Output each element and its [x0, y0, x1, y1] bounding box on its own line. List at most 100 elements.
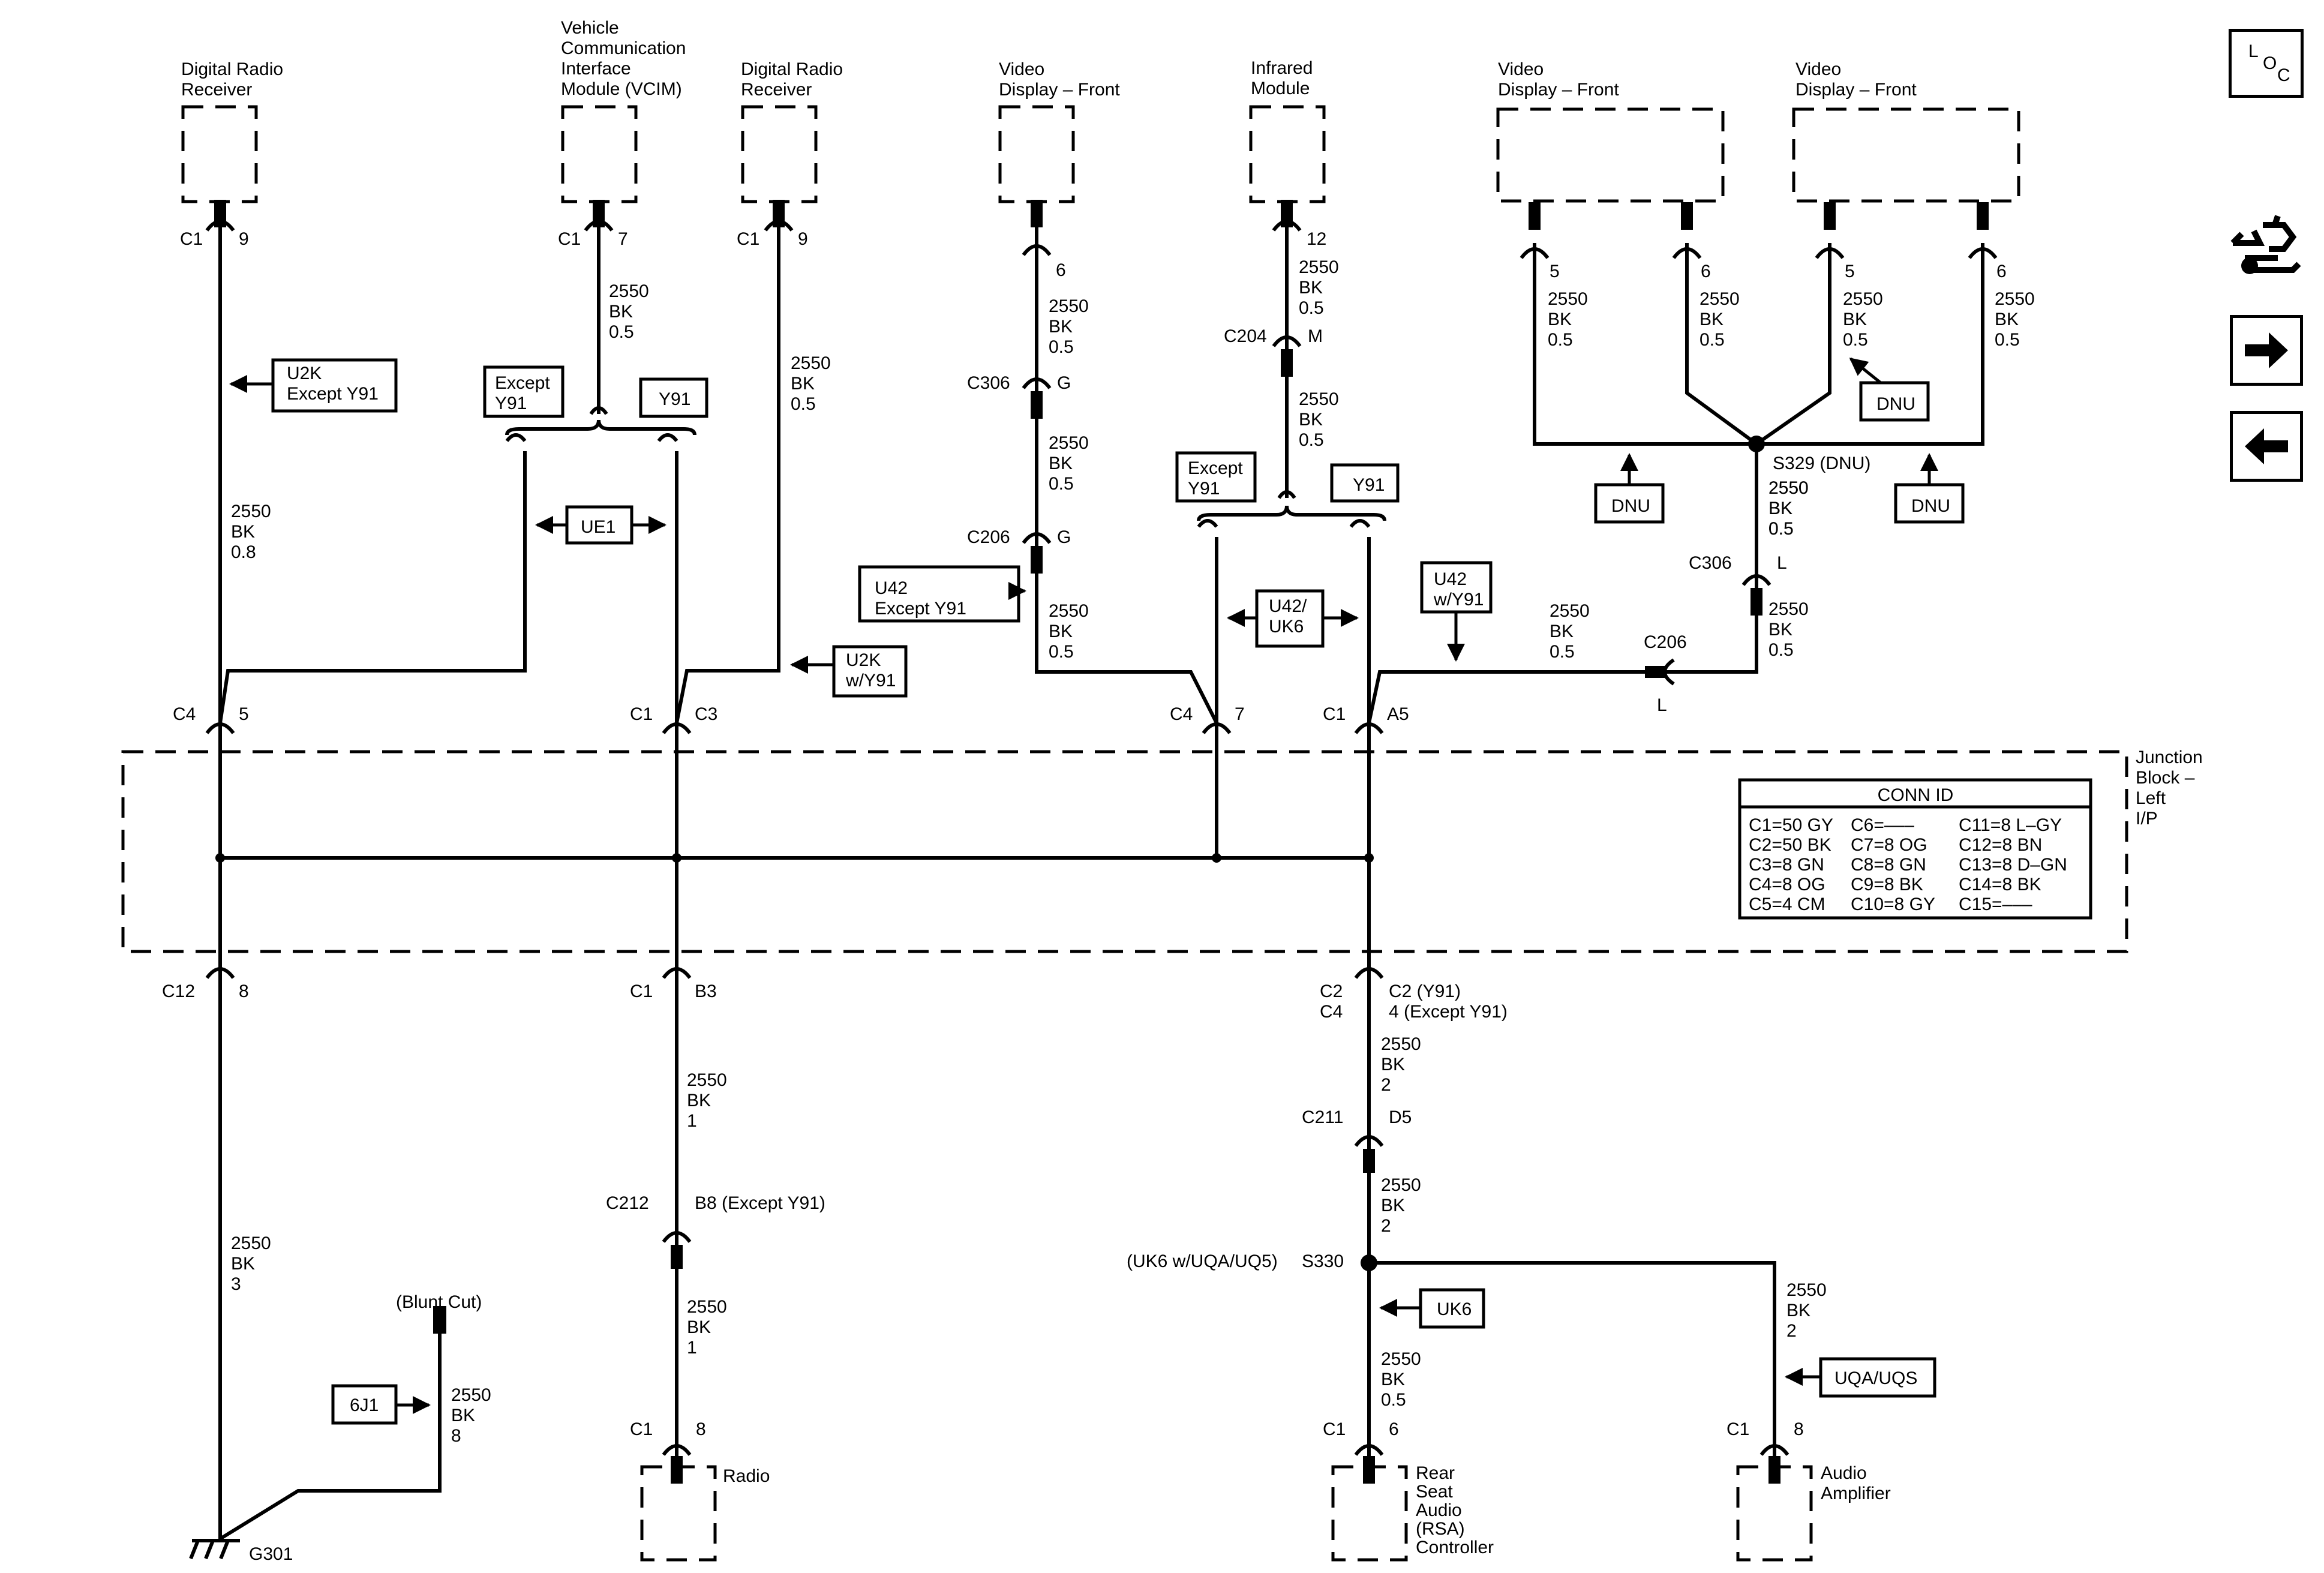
radio-label: Radio: [723, 1466, 770, 1486]
loc-c: C: [2277, 65, 2290, 85]
digital-radio-receiver-2-box: [741, 105, 818, 203]
connector-label: C1: [630, 981, 653, 1001]
conn-id-table: [1738, 778, 2092, 920]
option-ue1: UE1: [581, 517, 615, 537]
connector-label: 4 (Except Y91): [1389, 1002, 1508, 1022]
connector-label: 9: [239, 229, 249, 249]
connector-label: C4: [1170, 704, 1193, 724]
junction-dot: [215, 853, 225, 863]
option-6j1: 6J1: [350, 1395, 379, 1415]
connector-label: 8: [239, 981, 249, 1001]
connector-label: G: [1057, 527, 1071, 547]
connector-label: C204: [1224, 326, 1267, 346]
video-display-front-3-box: [1792, 107, 2020, 203]
option-uk6: UK6: [1437, 1299, 1472, 1319]
video-display-front-1-box: [998, 105, 1075, 203]
connector-label: C306: [1689, 553, 1732, 573]
junction-dot: [672, 853, 681, 863]
connector-label: G: [1057, 373, 1071, 393]
conn-id-title: CONN ID: [1878, 785, 1954, 805]
connector-label: 6: [1389, 1419, 1399, 1439]
connector-label: S330: [1302, 1251, 1344, 1271]
loc-o: O: [2263, 53, 2277, 73]
arrow-right-icon: [2245, 332, 2288, 368]
video-display-front-2-box: [1496, 107, 1725, 203]
connector-label: 6: [1701, 262, 1711, 281]
disconnect-icon[interactable]: [2227, 213, 2305, 285]
connector-label: C306: [967, 373, 1010, 393]
option-uqa-uqs: UQA/UQS: [1834, 1368, 1917, 1388]
connector-label: B8 (Except Y91): [695, 1193, 825, 1213]
connector-label: 5: [239, 704, 249, 724]
connector-label: D5: [1389, 1107, 1412, 1127]
connector-label: S329 (DNU): [1773, 454, 1870, 473]
connector-label: 7: [1235, 704, 1245, 724]
connector-label: 8: [696, 1419, 706, 1439]
connector-label: 7: [618, 229, 628, 249]
connector-label: C2 (Y91): [1389, 981, 1461, 1001]
connector-label: C4: [173, 704, 196, 724]
connector-label: A5: [1387, 704, 1409, 724]
previous-page-button[interactable]: [2230, 411, 2303, 482]
ground-symbol: [189, 1539, 240, 1560]
option-y91: Y91: [659, 389, 690, 409]
connector-label: M: [1308, 326, 1323, 346]
connector-label: C206: [1644, 632, 1687, 652]
option-dnu: DNU: [1911, 496, 1950, 516]
connector-label: C1: [180, 229, 203, 249]
connector-label: C211: [1302, 1107, 1344, 1127]
connector-label: C1: [1727, 1419, 1749, 1439]
connector-label: 5: [1550, 262, 1560, 281]
connector-label: C1: [630, 1419, 653, 1439]
vcim-box: [561, 105, 638, 203]
option-dnu: DNU: [1876, 394, 1915, 414]
connector-label: C1: [1323, 704, 1346, 724]
option-brace: [1197, 505, 1386, 521]
option-boxes: [271, 358, 2092, 1425]
ground-g301-label: G301: [249, 1544, 293, 1564]
next-page-button[interactable]: [2230, 315, 2303, 386]
connector-symbols: [205, 200, 1998, 1484]
connector-label: 5: [1845, 262, 1855, 281]
connector-label: L: [1777, 553, 1787, 573]
connector-label: C1: [1323, 1419, 1346, 1439]
option-y91: Y91: [1353, 475, 1385, 495]
arrow-left-icon: [2245, 428, 2288, 464]
option-u42-uk6: U42/UK6: [1269, 596, 1307, 637]
loc-button[interactable]: L O C: [2229, 29, 2304, 98]
connector-label: C3: [695, 704, 717, 724]
